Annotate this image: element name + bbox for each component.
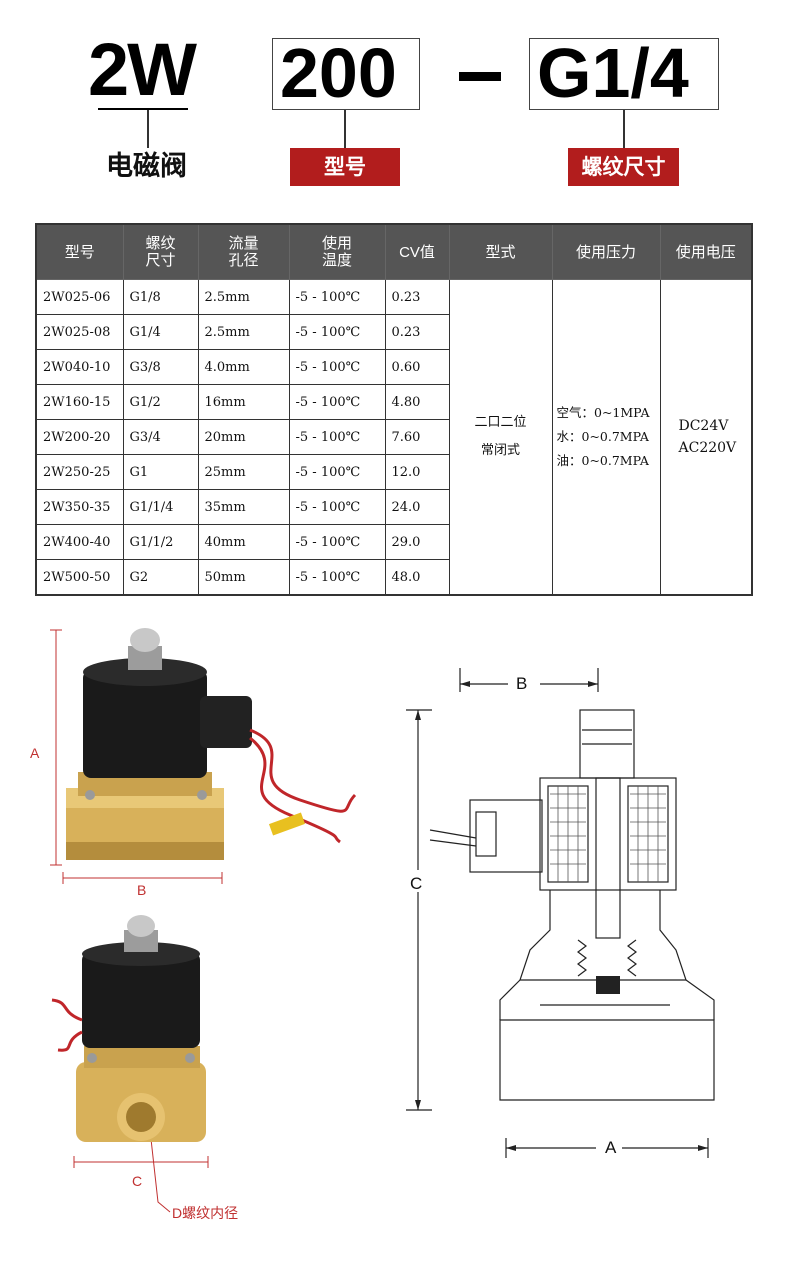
cell-thread: G1/1/4 (122, 489, 199, 525)
cell-thread: G1 (122, 454, 199, 490)
cell-thread: G1/4 (122, 314, 199, 350)
size-code: 200 (280, 34, 397, 112)
type-line-1: 二口二位 (474, 415, 527, 430)
cell-cv: 24.0 (384, 489, 450, 525)
code-separator-dash (459, 72, 501, 81)
cell-model: 2W250-25 (35, 454, 124, 490)
cell-thread: G1/2 (122, 384, 199, 420)
cell-cv: 4.80 (384, 384, 450, 420)
voltage-ac: AC220V (678, 440, 737, 456)
section-dim-top-label: B (516, 674, 528, 693)
thread-code-box (529, 38, 719, 110)
cell-thread: G2 (122, 559, 199, 596)
thread-code: G1/4 (537, 34, 689, 112)
photo2-thread-label: D螺纹内径 (172, 1205, 239, 1221)
cell-voltage: DC24V AC220V (659, 279, 753, 596)
series-underline (98, 108, 188, 110)
cell-model: 2W400-40 (35, 524, 124, 560)
photo1-dim-width-label: B (137, 882, 147, 898)
cell-model: 2W025-08 (35, 314, 124, 350)
valve-photo-front (51, 915, 209, 1213)
type-line-2: 常闭式 (480, 443, 520, 458)
cell-orifice: 50mm (197, 559, 290, 596)
cell-orifice: 25mm (197, 454, 290, 490)
header-orifice: 流量 孔径 (197, 223, 290, 280)
valve-photo-side (50, 628, 357, 884)
header-model: 型号 (35, 223, 124, 280)
cross-section-drawing (406, 668, 715, 1158)
cell-cv: 0.23 (384, 279, 450, 315)
cell-orifice: 2.5mm (197, 279, 290, 315)
cell-orifice: 16mm (197, 384, 290, 420)
section-dim-bottom-label: A (605, 1138, 617, 1157)
cell-orifice: 35mm (197, 489, 290, 525)
cell-orifice: 4.0mm (197, 349, 290, 385)
pressure-oil: 油：0~0.7MPA (556, 453, 649, 468)
model-pointer-line (344, 110, 346, 148)
spec-table: 型号 螺纹 尺寸 流量 孔径 使用 温度 CV值 型式 使用压力 使用电压 2W… (35, 223, 753, 596)
cell-temperature: -5 - 100℃ (288, 419, 386, 455)
thread-label: 螺纹尺寸 (568, 148, 679, 186)
cell-cv: 0.60 (384, 349, 450, 385)
cell-type: 二口二位常闭式 (448, 279, 553, 596)
photo1-dim-height-label: A (30, 745, 40, 761)
cell-model: 2W160-15 (35, 384, 124, 420)
series-label: 电磁阀 (106, 151, 187, 182)
cell-temperature: -5 - 100℃ (288, 384, 386, 420)
cell-cv: 7.60 (384, 419, 450, 455)
cell-cv: 48.0 (384, 559, 450, 596)
cell-thread: G3/8 (122, 349, 199, 385)
cell-temperature: -5 - 100℃ (288, 524, 386, 560)
cell-orifice: 2.5mm (197, 314, 290, 350)
cell-model: 2W500-50 (35, 559, 124, 596)
cell-cv: 0.23 (384, 314, 450, 350)
table-header-row: 型号 螺纹 尺寸 流量 孔径 使用 温度 CV值 型式 使用压力 使用电压 (35, 223, 753, 280)
cell-temperature: -5 - 100℃ (288, 454, 386, 490)
pressure-water: 水：0~0.7MPA (556, 429, 649, 444)
cell-temperature: -5 - 100℃ (288, 559, 386, 596)
pressure-air: 空气：0~1MPA (556, 405, 650, 420)
model-label: 型号 (290, 148, 400, 186)
cell-model: 2W350-35 (35, 489, 124, 525)
series-code: 2W (88, 28, 197, 111)
thread-pointer-line (623, 110, 625, 148)
series-pointer-line (147, 110, 149, 148)
cell-model: 2W200-20 (35, 419, 124, 455)
cell-cv: 12.0 (384, 454, 450, 490)
cell-temperature: -5 - 100℃ (288, 349, 386, 385)
cell-thread: G1/1/2 (122, 524, 199, 560)
section-dim-side-label: C (410, 874, 423, 893)
header-type: 型式 (448, 223, 553, 280)
photo2-dim-width-label: C (132, 1173, 143, 1189)
cell-pressure: 空气：0~1MPA 水：0~0.7MPA 油：0~0.7MPA (551, 279, 661, 596)
header-thread: 螺纹 尺寸 (122, 223, 199, 280)
cell-model: 2W040-10 (35, 349, 124, 385)
header-voltage: 使用电压 (659, 223, 753, 280)
size-code-box (272, 38, 420, 110)
header-pressure: 使用压力 (551, 223, 661, 280)
header-cv: CV值 (384, 223, 450, 280)
cell-temperature: -5 - 100℃ (288, 279, 386, 315)
cell-model: 2W025-06 (35, 279, 124, 315)
header-temperature: 使用 温度 (288, 223, 386, 280)
cell-temperature: -5 - 100℃ (288, 314, 386, 350)
cell-orifice: 20mm (197, 419, 290, 455)
cell-cv: 29.0 (384, 524, 450, 560)
cell-temperature: -5 - 100℃ (288, 489, 386, 525)
cell-thread: G3/4 (122, 419, 199, 455)
cell-orifice: 40mm (197, 524, 290, 560)
cell-thread: G1/8 (122, 279, 199, 315)
voltage-dc: DC24V (678, 418, 729, 434)
